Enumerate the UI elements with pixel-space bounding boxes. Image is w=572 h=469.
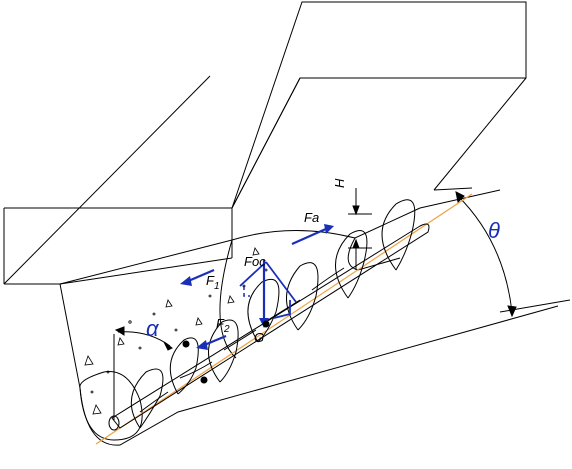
- label-fa: Fa: [304, 210, 319, 225]
- label-h: H: [332, 178, 347, 188]
- force-points: [182, 320, 270, 384]
- hopper: [3, 1, 527, 285]
- angle-markers: [113, 187, 571, 420]
- speckles: [84, 247, 268, 415]
- height-dimension: [348, 188, 372, 270]
- screw-flights: [130, 199, 416, 429]
- label-f1: F1: [206, 273, 220, 292]
- label-f2: F2: [216, 316, 230, 335]
- label-alpha: α: [146, 316, 160, 341]
- label-theta: θ: [488, 218, 500, 243]
- label-foc: Foc: [244, 254, 266, 269]
- label-g: G: [254, 330, 264, 345]
- screw-shaft: [95, 193, 473, 445]
